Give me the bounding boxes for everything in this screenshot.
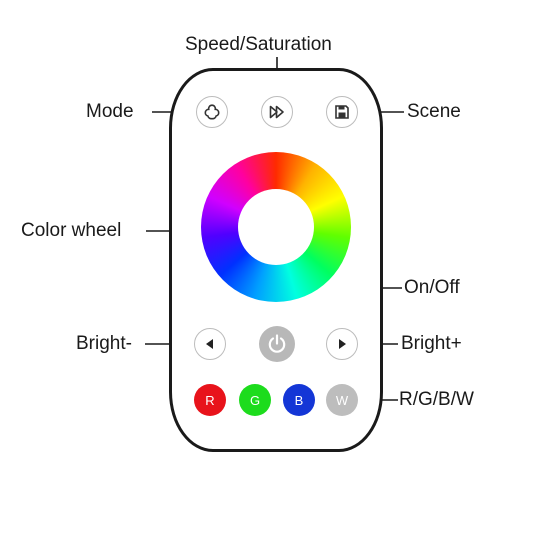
red-button-label: R bbox=[205, 392, 215, 408]
white-button-label: W bbox=[335, 392, 349, 408]
bright-plus-label: Bright+ bbox=[401, 333, 462, 354]
on-off-label: On/Off bbox=[404, 277, 460, 298]
mode-cloud-icon bbox=[204, 104, 220, 120]
fast-forward-icon bbox=[269, 105, 284, 119]
bright-minus-button[interactable] bbox=[194, 328, 226, 360]
left-arrow-icon bbox=[206, 339, 213, 349]
mode-label: Mode bbox=[86, 101, 134, 122]
bright-plus-button[interactable] bbox=[326, 328, 358, 360]
green-button-label: G bbox=[249, 392, 261, 408]
power-icon bbox=[268, 334, 286, 353]
on-off-button[interactable] bbox=[259, 326, 295, 362]
blue-button[interactable]: B bbox=[283, 384, 315, 416]
green-button[interactable]: G bbox=[239, 384, 271, 416]
speed-saturation-label: Speed/Saturation bbox=[185, 34, 332, 55]
color-wheel[interactable] bbox=[201, 152, 351, 302]
color-wheel-label: Color wheel bbox=[21, 220, 122, 241]
bright-minus-label: Bright- bbox=[76, 333, 132, 354]
blue-button-label: B bbox=[294, 392, 304, 408]
color-wheel-center bbox=[238, 189, 314, 265]
red-button[interactable]: R bbox=[194, 384, 226, 416]
floppy-disk-icon bbox=[335, 105, 349, 119]
scene-label: Scene bbox=[407, 101, 461, 122]
mode-button[interactable] bbox=[196, 96, 228, 128]
rgbw-label: R/G/B/W bbox=[399, 389, 474, 410]
speed-saturation-button[interactable] bbox=[261, 96, 293, 128]
scene-button[interactable] bbox=[326, 96, 358, 128]
white-button[interactable]: W bbox=[326, 384, 358, 416]
right-arrow-icon bbox=[339, 339, 346, 349]
